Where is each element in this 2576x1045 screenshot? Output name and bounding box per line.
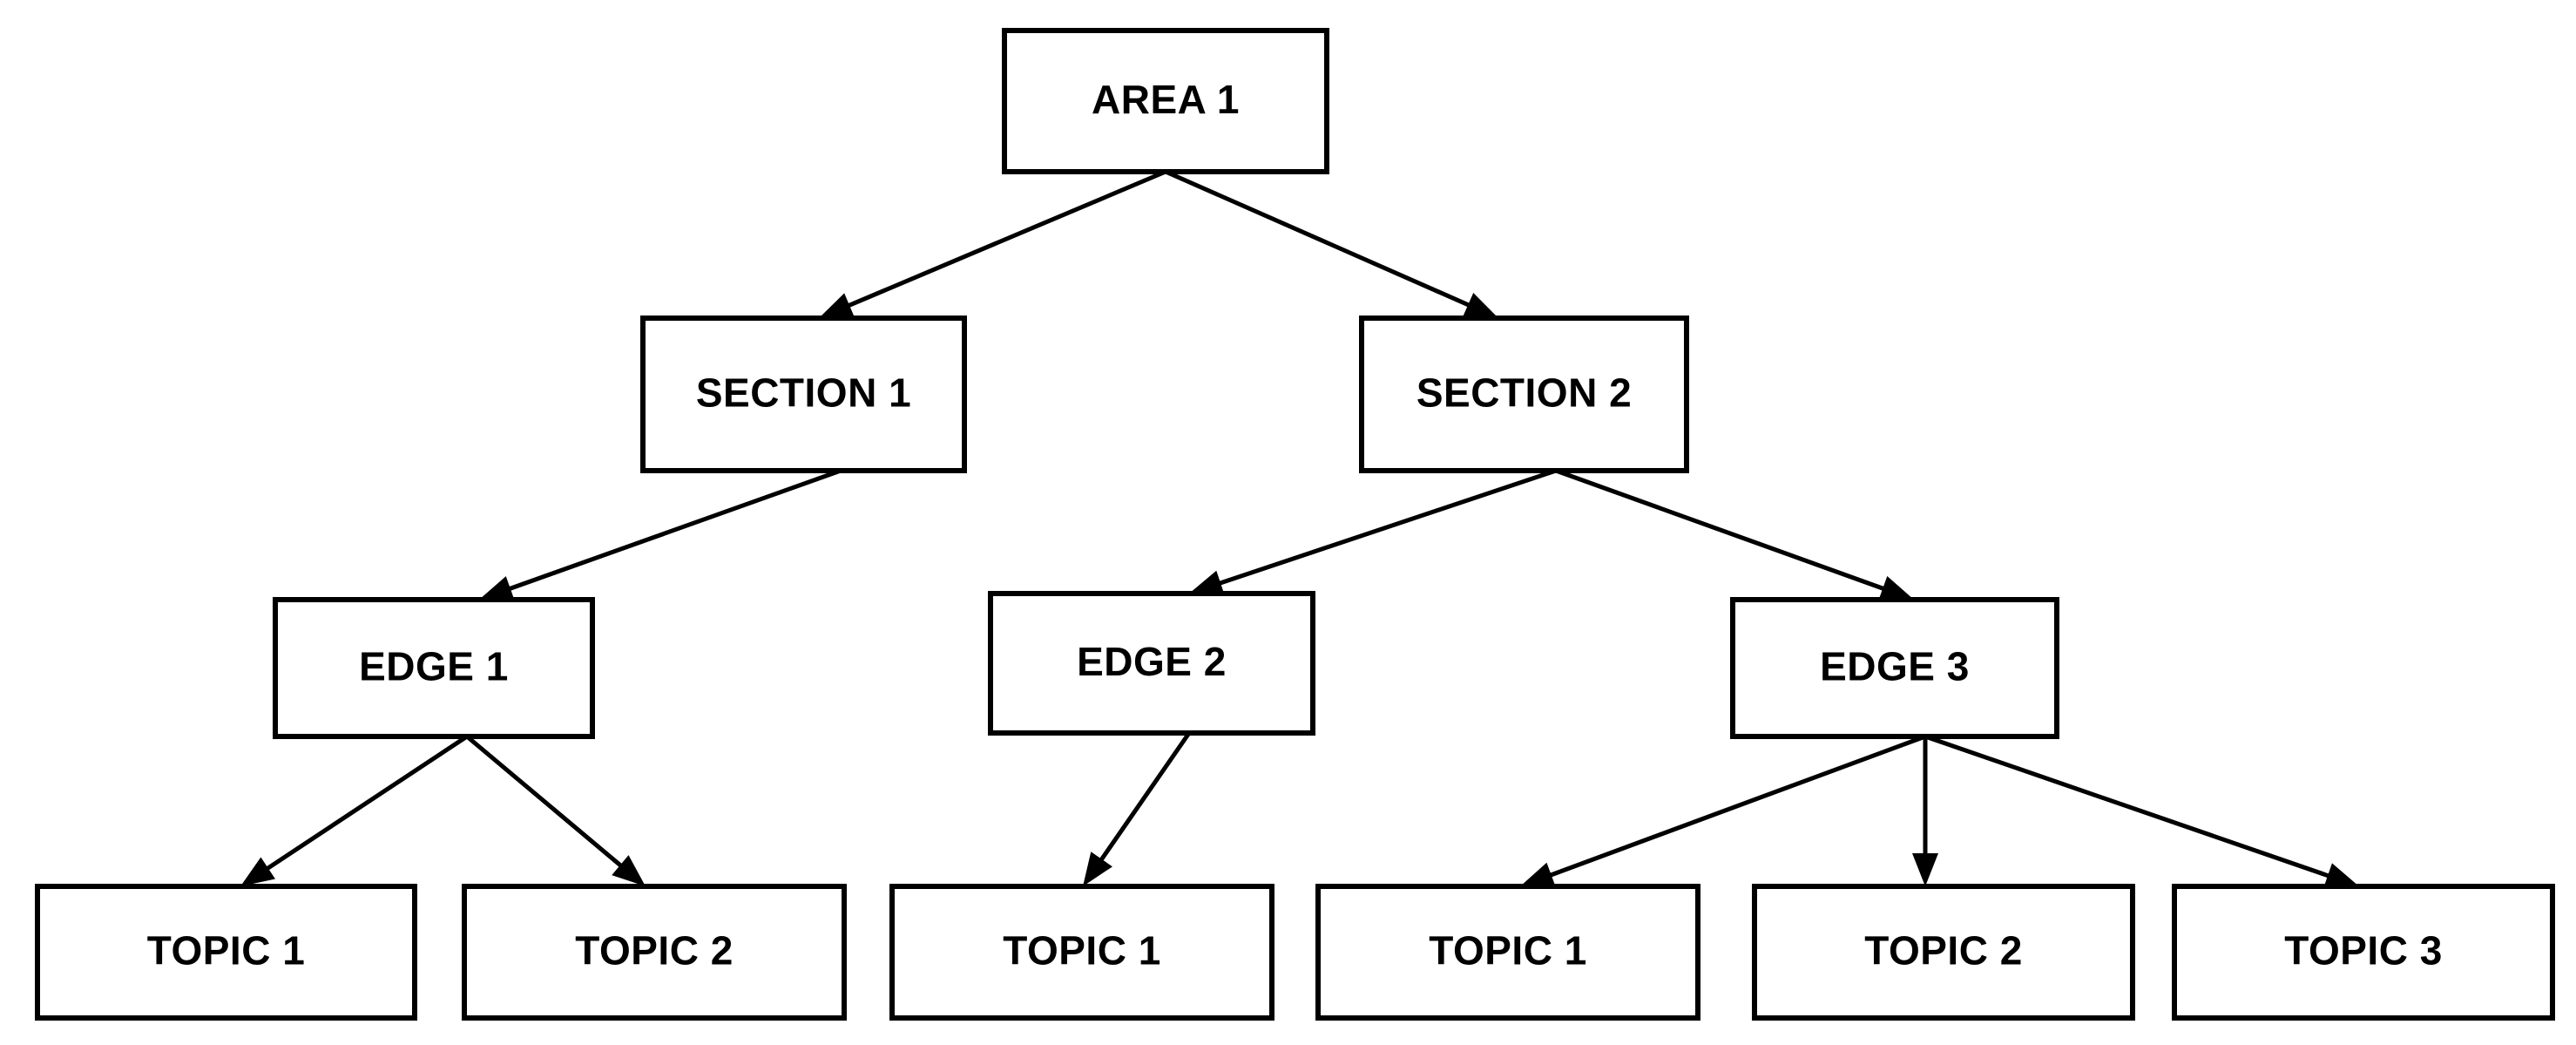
node-box[interactable] <box>889 884 1274 1021</box>
node-section1[interactable]: SECTION 1 <box>640 316 967 473</box>
node-label: SECTION 1 <box>696 370 911 416</box>
connector-line <box>1924 734 2334 879</box>
connector-line <box>465 735 626 871</box>
node-label: EDGE 3 <box>1820 644 1970 689</box>
node-area1[interactable]: AREA 1 <box>1002 28 1329 174</box>
arrowhead-icon <box>1520 862 1556 887</box>
node-label: AREA 1 <box>1092 77 1240 122</box>
arrowhead-icon <box>1189 570 1225 596</box>
node-label: TOPIC 1 <box>147 928 306 974</box>
arrowhead-icon <box>612 855 646 886</box>
connector-arrow <box>465 735 646 886</box>
arrowhead-icon <box>1463 292 1498 318</box>
node-topic_b1[interactable]: TOPIC 1 <box>889 884 1274 1021</box>
node-label: TOPIC 3 <box>2284 928 2443 974</box>
nodes-layer: AREA 1 SECTION 1 SECTION 2 EDGE 1 EDGE 2 EDGE… <box>35 28 2555 1021</box>
node-box[interactable] <box>1359 316 1689 473</box>
node-section2[interactable]: SECTION 2 <box>1359 316 1689 473</box>
node-label: EDGE 2 <box>1077 639 1227 684</box>
connector-line <box>1097 731 1192 865</box>
connector-arrow <box>819 169 1166 318</box>
connections-layer <box>240 169 2359 888</box>
connector-arrow <box>1189 468 1557 596</box>
node-label: TOPIC 1 <box>1003 928 1161 974</box>
arrowhead-icon <box>1083 852 1112 886</box>
connector-line <box>1545 734 1926 879</box>
connector-arrow <box>240 734 469 886</box>
arrowhead-icon <box>2323 863 2359 888</box>
arrowhead-icon <box>479 576 515 601</box>
node-box[interactable] <box>1002 28 1329 174</box>
connector-line <box>504 468 842 593</box>
node-box[interactable] <box>1315 884 1700 1021</box>
arrowhead-icon <box>819 293 855 318</box>
node-edge1[interactable]: EDGE 1 <box>273 597 595 739</box>
arrowhead-icon <box>1878 576 1914 601</box>
node-label: EDGE 1 <box>359 644 509 689</box>
connector-arrow <box>1555 468 1914 601</box>
connector-arrow <box>1520 734 1926 887</box>
connector-line <box>1555 468 1889 593</box>
node-edge3[interactable]: EDGE 3 <box>1730 597 2059 739</box>
node-topic_a2[interactable]: TOPIC 2 <box>462 884 847 1021</box>
node-box[interactable] <box>1752 884 2135 1021</box>
connector-line <box>262 734 469 873</box>
node-box[interactable] <box>462 884 847 1021</box>
node-label: TOPIC 2 <box>575 928 734 974</box>
node-label: TOPIC 2 <box>1864 928 2023 974</box>
connector-arrow <box>1164 169 1498 318</box>
node-box[interactable] <box>2172 884 2555 1021</box>
node-topic_a1[interactable]: TOPIC 1 <box>35 884 417 1021</box>
node-box[interactable] <box>640 316 967 473</box>
arrowhead-icon <box>1912 853 1938 886</box>
node-box[interactable] <box>988 591 1315 736</box>
node-box[interactable] <box>273 597 595 739</box>
arrowhead-icon <box>240 857 275 886</box>
node-topic_c3[interactable]: TOPIC 3 <box>2172 884 2555 1021</box>
node-topic_c2[interactable]: TOPIC 2 <box>1752 884 2135 1021</box>
connector-arrow <box>1083 731 1192 886</box>
connector-line <box>1164 169 1474 309</box>
connector-arrow <box>1912 736 1938 886</box>
node-edge2[interactable]: EDGE 2 <box>988 591 1315 736</box>
connector-arrow <box>1924 734 2359 888</box>
node-label: SECTION 2 <box>1416 370 1632 416</box>
connector-line <box>1214 468 1557 587</box>
connector-line <box>843 169 1166 309</box>
node-label: TOPIC 1 <box>1429 928 1587 974</box>
node-topic_c1[interactable]: TOPIC 1 <box>1315 884 1700 1021</box>
node-box[interactable] <box>1730 597 2059 739</box>
node-box[interactable] <box>35 884 417 1021</box>
connector-arrow <box>479 468 842 601</box>
